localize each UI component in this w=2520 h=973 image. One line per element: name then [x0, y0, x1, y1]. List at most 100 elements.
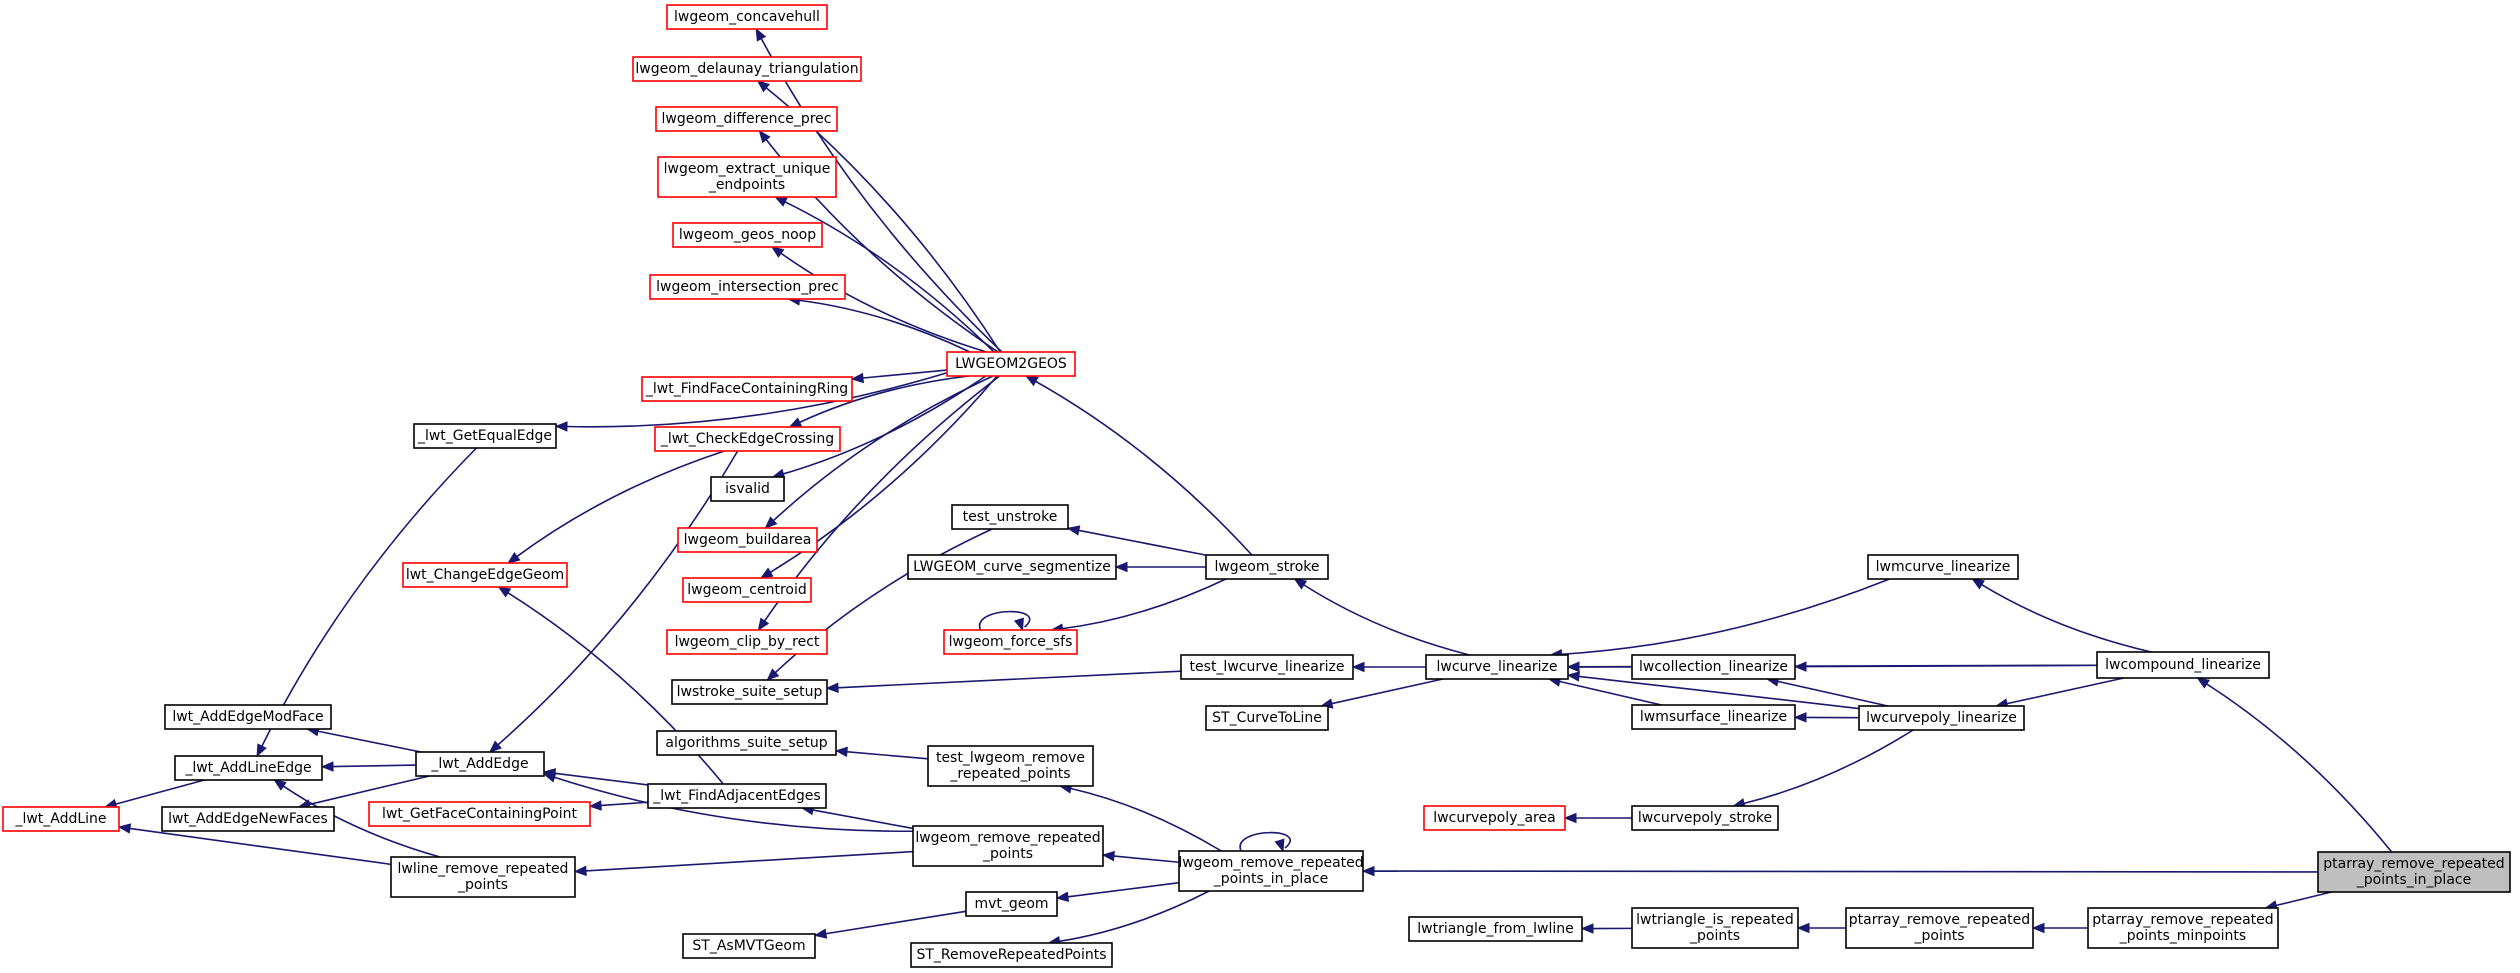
function-node[interactable]: ST_AsMVTGeom	[682, 933, 816, 959]
node-box[interactable]	[1423, 805, 1566, 831]
function-node[interactable]: lwgeom_delaunay_triangulation	[632, 56, 862, 82]
node-box[interactable]	[1631, 654, 1796, 680]
node-box[interactable]	[1205, 554, 1329, 580]
function-node[interactable]: LWGEOM_curve_segmentize	[907, 554, 1117, 580]
node-box[interactable]	[647, 783, 827, 809]
function-node[interactable]: lwcollection_linearize	[1631, 654, 1796, 680]
function-node[interactable]: lwline_remove_repeated_points	[390, 856, 576, 898]
function-node[interactable]: algorithms_suite_setup	[656, 730, 837, 756]
function-node[interactable]: lwtriangle_from_lwline	[1408, 916, 1583, 942]
function-node[interactable]: lwgeom_concavehull	[666, 4, 828, 30]
function-node[interactable]: isvalid	[710, 476, 785, 502]
node-box[interactable]	[1180, 654, 1354, 680]
function-node[interactable]: lwgeom_difference_prec	[655, 106, 838, 132]
node-box[interactable]	[912, 825, 1104, 867]
node-box[interactable]	[413, 423, 557, 449]
node-box[interactable]	[1178, 850, 1364, 892]
node-box[interactable]	[161, 806, 335, 832]
function-node[interactable]: lwmsurface_linearize	[1631, 704, 1796, 730]
node-box[interactable]	[2317, 851, 2511, 893]
node-box[interactable]	[666, 4, 828, 30]
node-box[interactable]	[951, 504, 1069, 530]
node-box[interactable]	[390, 856, 576, 898]
function-node[interactable]: lwtriangle_is_repeated_points	[1631, 907, 1799, 949]
function-node[interactable]: mvt_geom	[965, 891, 1058, 917]
function-node[interactable]: _lwt_AddLineEdge	[174, 755, 323, 781]
node-box[interactable]	[174, 755, 323, 781]
function-node[interactable]: ptarray_remove_repeated_points_in_place	[2317, 851, 2511, 893]
node-box[interactable]	[1867, 554, 2019, 580]
function-node[interactable]: lwt_GetFaceContainingPoint	[368, 801, 591, 827]
node-box[interactable]	[1631, 805, 1779, 831]
function-node[interactable]: _lwt_CheckEdgeCrossing	[654, 426, 841, 452]
function-node[interactable]: lwgeom_geos_noop	[672, 222, 823, 248]
function-node[interactable]: ptarray_remove_repeated_points	[1845, 907, 2034, 949]
function-node[interactable]: lwt_AddEdgeNewFaces	[161, 806, 335, 832]
function-node[interactable]: lwcurvepoly_area	[1423, 805, 1566, 831]
function-node[interactable]: test_lwgeom_remove_repeated_points	[927, 745, 1094, 787]
node-box[interactable]	[368, 801, 591, 827]
function-node[interactable]: ST_CurveToLine	[1205, 705, 1329, 731]
function-node[interactable]: lwgeom_centroid	[682, 577, 812, 603]
function-node[interactable]: lwstroke_suite_setup	[671, 679, 828, 705]
node-box[interactable]	[632, 56, 862, 82]
node-box[interactable]	[907, 554, 1117, 580]
node-box[interactable]	[655, 106, 838, 132]
function-node[interactable]: _lwt_AddLine	[2, 806, 120, 832]
function-node[interactable]: lwgeom_buildarea	[677, 527, 818, 553]
function-node[interactable]: lwcurvepoly_linearize	[1858, 705, 2025, 731]
node-box[interactable]	[943, 629, 1078, 655]
function-node[interactable]: lwcurve_linearize	[1425, 654, 1569, 680]
function-node[interactable]: _lwt_AddEdge	[415, 751, 545, 777]
function-node[interactable]: lwgeom_remove_repeated_points	[912, 825, 1104, 867]
node-box[interactable]	[2096, 651, 2270, 679]
node-box[interactable]	[965, 891, 1058, 917]
node-box[interactable]	[1408, 916, 1583, 942]
function-node[interactable]: lwmcurve_linearize	[1867, 554, 2019, 580]
node-box[interactable]	[2, 806, 120, 832]
node-box[interactable]	[1858, 705, 2025, 731]
node-box[interactable]	[641, 376, 853, 402]
function-node[interactable]: lwgeom_stroke	[1205, 554, 1329, 580]
function-node[interactable]: lwgeom_extract_unique_endpoints	[657, 156, 837, 198]
node-box[interactable]	[1425, 654, 1569, 680]
node-box[interactable]	[402, 562, 568, 588]
node-box[interactable]	[1631, 907, 1799, 949]
node-box[interactable]	[682, 933, 816, 959]
node-box[interactable]	[946, 351, 1076, 377]
node-box[interactable]	[927, 745, 1094, 787]
node-box[interactable]	[672, 222, 823, 248]
node-box[interactable]	[666, 629, 828, 655]
node-box[interactable]	[649, 274, 846, 300]
node-box[interactable]	[415, 751, 545, 777]
function-node[interactable]: lwgeom_remove_repeated_points_in_place	[1178, 850, 1364, 892]
node-box[interactable]	[1845, 907, 2034, 949]
function-node[interactable]: lwgeom_intersection_prec	[649, 274, 846, 300]
node-box[interactable]	[677, 527, 818, 553]
function-node[interactable]: ST_RemoveRepeatedPoints	[910, 942, 1113, 968]
function-node[interactable]: test_unstroke	[951, 504, 1069, 530]
function-node[interactable]: _lwt_GetEqualEdge	[413, 423, 557, 449]
node-box[interactable]	[656, 730, 837, 756]
function-node[interactable]: LWGEOM2GEOS	[946, 351, 1076, 377]
function-node[interactable]: lwcompound_linearize	[2096, 651, 2270, 679]
node-box[interactable]	[1205, 705, 1329, 731]
function-node[interactable]: lwgeom_clip_by_rect	[666, 629, 828, 655]
node-box[interactable]	[164, 704, 332, 730]
node-box[interactable]	[654, 426, 841, 452]
function-node[interactable]: test_lwcurve_linearize	[1180, 654, 1354, 680]
function-node[interactable]: lwgeom_force_sfs	[943, 629, 1078, 655]
function-node[interactable]: lwt_ChangeEdgeGeom	[402, 562, 568, 588]
function-node[interactable]: _lwt_FindFaceContainingRing	[641, 376, 853, 402]
node-box[interactable]	[710, 476, 785, 502]
node-box[interactable]	[682, 577, 812, 603]
node-box[interactable]	[1631, 704, 1796, 730]
node-box[interactable]	[2087, 907, 2279, 949]
node-box[interactable]	[671, 679, 828, 705]
function-node[interactable]: ptarray_remove_repeated_points_minpoints	[2087, 907, 2279, 949]
node-box[interactable]	[657, 156, 837, 198]
function-node[interactable]: lwcurvepoly_stroke	[1631, 805, 1779, 831]
function-node[interactable]: lwt_AddEdgeModFace	[164, 704, 332, 730]
function-node[interactable]: _lwt_FindAdjacentEdges	[647, 783, 827, 809]
node-box[interactable]	[910, 942, 1113, 968]
